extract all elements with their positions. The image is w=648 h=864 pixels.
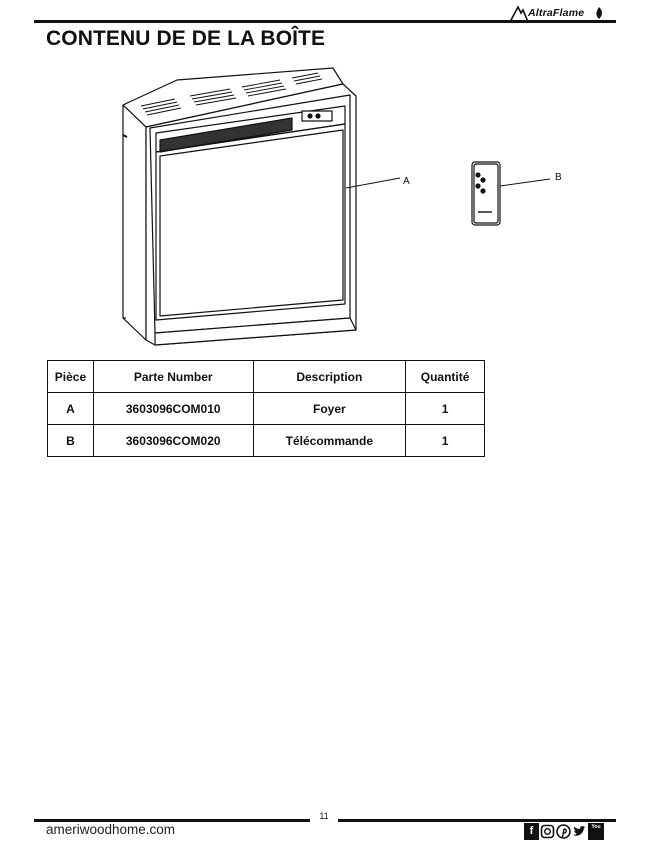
flame-icon [508, 5, 530, 23]
pinterest-icon[interactable] [556, 823, 571, 840]
product-illustration [122, 67, 551, 346]
website-link[interactable]: ameriwoodhome.com [46, 822, 176, 837]
parts-table: Pièce Parte Number Description Quantité … [47, 360, 485, 457]
cell-piece: B [47, 424, 94, 457]
table-header-row: Pièce Parte Number Description Quantité [47, 360, 485, 393]
col-header-part-number: Parte Number [92, 360, 254, 393]
cell-quantity: 1 [405, 424, 485, 457]
page-title: CONTENU DE DE LA BOÎTE [46, 27, 326, 50]
col-header-piece: Pièce [47, 360, 94, 393]
social-icons: f You [524, 823, 604, 840]
col-header-description: Description [252, 360, 407, 393]
facebook-icon[interactable]: f [524, 823, 539, 840]
cell-quantity: 1 [405, 392, 485, 425]
cell-description: Foyer [252, 392, 407, 425]
callout-a: A [403, 176, 410, 187]
cell-part-number: 3603096COM010 [92, 392, 254, 425]
col-header-quantity: Quantité [405, 360, 485, 393]
brand-logo-text: AltraFlame [528, 7, 585, 19]
footer-rule-right [338, 819, 616, 822]
footer-rule-left [34, 819, 310, 822]
cell-piece: A [47, 392, 94, 425]
youtube-icon[interactable]: You [588, 823, 604, 840]
instagram-icon[interactable] [540, 823, 555, 840]
twitter-icon[interactable] [572, 823, 587, 840]
top-rule [34, 20, 616, 23]
table-row: A 3603096COM010 Foyer 1 [47, 392, 485, 425]
flame-mark-icon [596, 7, 602, 19]
page-number: 11 [319, 811, 329, 821]
brand-logo: AltraFlame [508, 4, 604, 24]
table-row: B 3603096COM020 Télécommande 1 [47, 424, 485, 457]
cell-description: Télécommande [252, 424, 407, 457]
youtube-text: You [591, 824, 601, 830]
cell-part-number: 3603096COM020 [92, 424, 254, 457]
callout-b: B [555, 172, 562, 183]
